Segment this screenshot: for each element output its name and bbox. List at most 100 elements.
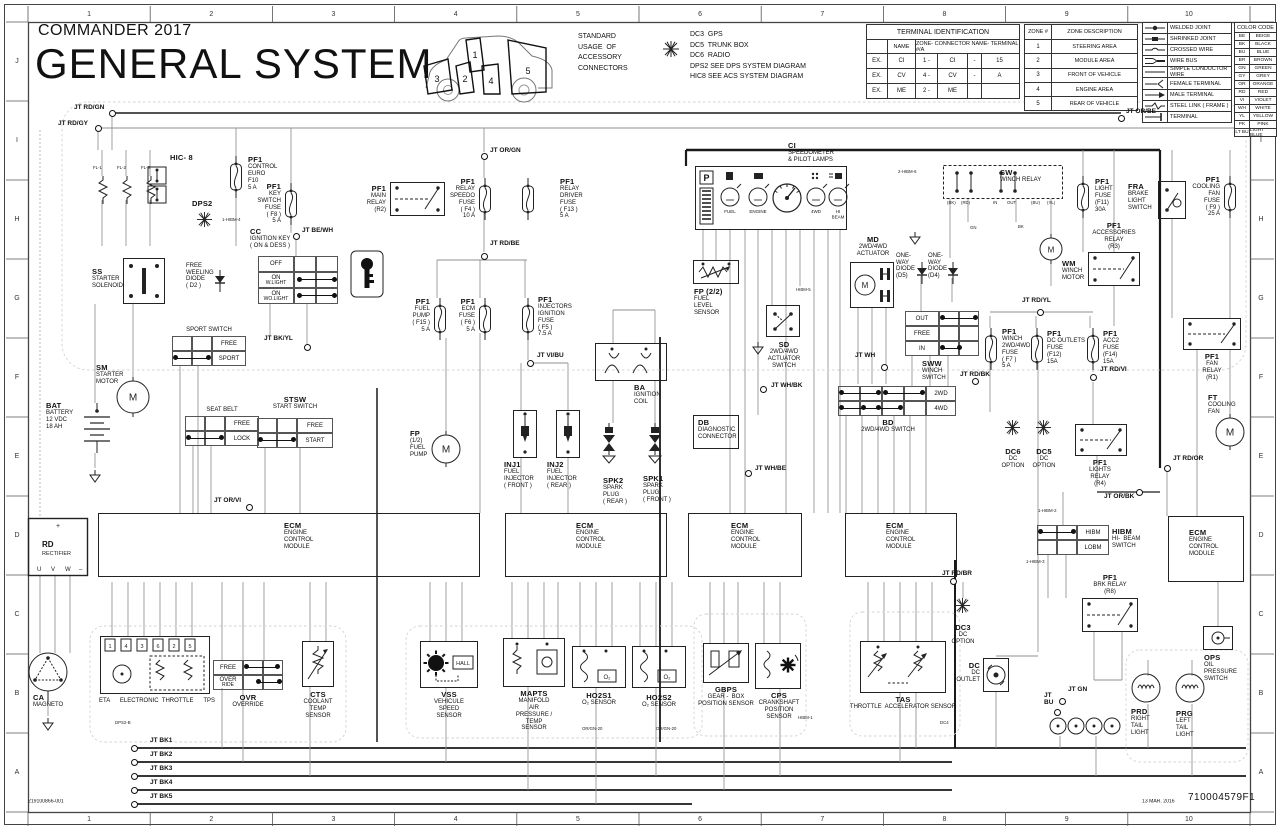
ruler-column-4: 4 <box>453 10 458 18</box>
component-ground <box>751 342 765 356</box>
table-row: WIRE BUS <box>1143 55 1231 67</box>
table-cell: BLACK <box>1249 41 1276 48</box>
switch-position-label: IN <box>905 341 939 356</box>
component-pf1 <box>283 183 299 225</box>
component-ft: M <box>1212 414 1248 450</box>
component-pf1 <box>1085 328 1101 370</box>
table-cell: PINK <box>1249 121 1276 128</box>
junction-jt-rd-be <box>480 252 488 260</box>
switch-position-label: OUT <box>905 311 939 326</box>
table-cell: STEERING AREA <box>1051 40 1137 54</box>
switch-cell <box>243 675 263 690</box>
table-cell: 1 <box>1036 43 1040 50</box>
table-cell: BROWN <box>1249 57 1276 64</box>
junction-jt-rd-yl <box>1036 308 1044 316</box>
svg-text:4: 4 <box>488 76 493 86</box>
ruler-row-C: C <box>14 611 20 618</box>
DPS2-label: DPS2 <box>192 199 213 208</box>
ruler-row-B-right: B <box>1258 690 1264 697</box>
junction-jt-rd-br <box>949 577 957 585</box>
junction-jt-rd-gn <box>108 109 116 117</box>
connector-ref-label: HIBM-5 <box>796 288 811 293</box>
component-pf1 <box>1075 424 1127 456</box>
switch-position-label: FREE <box>297 418 333 433</box>
FP (2/2)-label: FP (2/2)FUELLEVELSENSOR <box>694 287 723 316</box>
component-sw-terminal: OUT <box>1007 201 1017 206</box>
junction-jt-or-vi <box>245 503 253 511</box>
table-cell: ME <box>887 84 915 98</box>
junction-jt-vi-bu <box>526 359 534 367</box>
junction-label: JT BU <box>1044 692 1054 706</box>
component-sw-terminal: (YL) <box>1047 201 1056 206</box>
component-md: M <box>850 262 894 308</box>
legend-label: STEEL LINK ( FRAME ) <box>1167 100 1231 111</box>
switch-cell <box>1037 525 1057 540</box>
component-cps <box>755 643 801 689</box>
terminal-icon <box>1143 112 1167 122</box>
component-mapts <box>503 638 565 687</box>
svg-text:O₂: O₂ <box>604 675 612 681</box>
component-pf1 <box>983 328 999 370</box>
component-pf1 <box>1222 176 1238 218</box>
switch-contact <box>173 355 211 361</box>
gauge-label: 4WD <box>810 209 822 215</box>
junction-jt-wh-bk <box>759 385 767 393</box>
table-cell: GN <box>1238 66 1246 71</box>
switch-position-label: SPORT <box>212 351 246 366</box>
table-cell: BE <box>1238 34 1246 39</box>
switch-position-label: 4WD <box>926 401 956 416</box>
junction-label: JT BK/YL <box>264 335 293 342</box>
switch-contact <box>256 679 282 685</box>
document-number: 710004579F1 <box>1188 792 1256 803</box>
switch-cell <box>257 433 277 448</box>
table-row: COLOR CODE <box>1235 23 1276 32</box>
asterisk-icon <box>662 40 680 58</box>
junction-label: JT RD/BE <box>490 240 520 247</box>
table-cell: CV <box>937 69 967 83</box>
legend-label: FEMALE TERMINAL <box>1167 78 1231 89</box>
table-cell: LT BU <box>1235 130 1249 135</box>
component-dc <box>983 658 1009 692</box>
component-diode <box>946 262 960 284</box>
component-sw-terminal: (BU) <box>1031 201 1040 206</box>
ruler-column-7-bottom: 7 <box>820 816 825 823</box>
connector-ref-label: FL-3 <box>141 166 150 171</box>
crossed-wire-icon <box>1143 45 1167 55</box>
table-cell: ORANGE <box>1249 81 1276 88</box>
shrinked-joint-icon <box>1143 34 1167 44</box>
component-sw-terminal: (BK) <box>947 201 956 206</box>
ruler-column-10-bottom: 10 <box>1184 816 1193 823</box>
svg-text:V: V <box>51 567 55 573</box>
table-cell: YL <box>1239 114 1245 119</box>
table-row: TERMINAL IDENTIFICATION <box>867 25 1019 39</box>
component-ground <box>908 232 922 246</box>
component-label: SEAT BELT <box>206 407 238 413</box>
table-cell: ZONE- CONNECTOR NAME- TERMINAL #/A <box>915 40 1019 53</box>
switch-position-label: OFF <box>258 256 294 272</box>
component-lamp <box>1102 716 1122 736</box>
gauge-label: ENGINE <box>749 209 767 215</box>
